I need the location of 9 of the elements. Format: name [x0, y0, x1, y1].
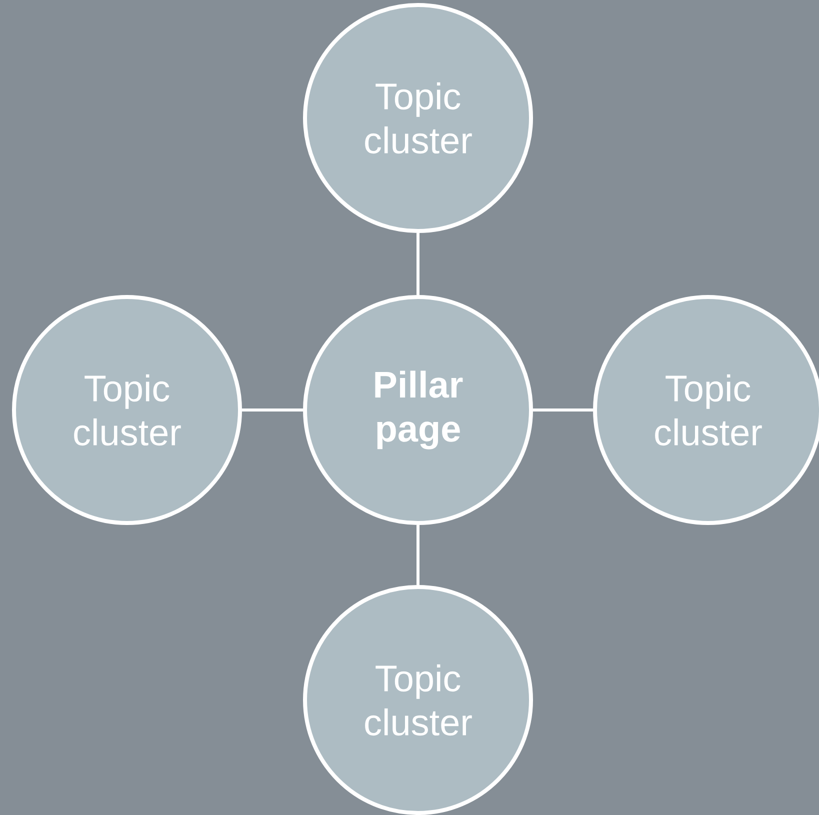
connector-line: [242, 408, 303, 412]
circle-node: Topic cluster: [593, 295, 819, 525]
connector-line: [533, 408, 593, 412]
connector-line: [416, 233, 420, 295]
circle-node: Topic cluster: [303, 3, 533, 233]
connector-line: [416, 525, 420, 585]
circle-node: Topic cluster: [12, 295, 242, 525]
circle-node: Pillar page: [303, 295, 533, 525]
circle-node: Topic cluster: [303, 585, 533, 815]
